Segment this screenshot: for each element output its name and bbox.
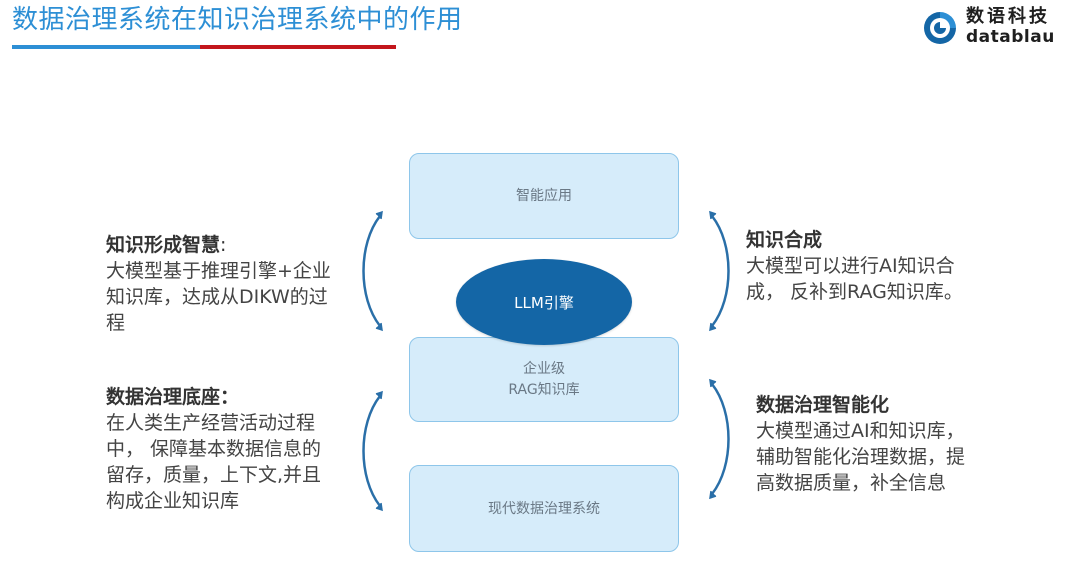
smart-application-label: 智能应用 bbox=[516, 188, 572, 204]
data-governance-foundation-body: 在人类生产经营活动过程 中， 保障基本数据信息的 留存，质量，上下文,并且 构成… bbox=[106, 412, 322, 512]
intelligent-data-governance-body: 大模型通过AI和知识库， 辅助智能化治理数据，提 高数据质量，补全信息 bbox=[756, 420, 966, 494]
knowledge-synthesis-block: 知识合成 大模型可以进行AI知识合 成， 反补到RAG知识库。 bbox=[746, 227, 986, 305]
right-top-bracket bbox=[709, 210, 730, 332]
knowledge-synthesis-heading: 知识合成 bbox=[746, 229, 823, 251]
rag-knowledge-base-label-line1: 企业级 bbox=[523, 361, 565, 377]
knowledge-to-wisdom-heading: 知识形成智慧: bbox=[106, 232, 346, 258]
rag-knowledge-base-box: 企业级 RAG知识库 bbox=[409, 337, 679, 422]
knowledge-to-wisdom-heading-colon: : bbox=[220, 234, 227, 256]
datablau-logo-icon bbox=[924, 12, 956, 44]
data-governance-system-label: 现代数据治理系统 bbox=[488, 500, 600, 517]
left-top-bracket bbox=[362, 210, 383, 332]
right-bottom-bracket bbox=[709, 378, 730, 500]
logo-name-en: datablau bbox=[966, 27, 1055, 47]
logo: 数语科技 datablau bbox=[922, 6, 1072, 50]
intelligent-data-governance-block: 数据治理智能化 大模型通过AI和知识库， 辅助智能化治理数据，提 高数据质量，补… bbox=[756, 392, 996, 496]
smart-application-box: 智能应用 bbox=[409, 153, 679, 239]
data-governance-foundation-block: 数据治理底座： 在人类生产经营活动过程 中， 保障基本数据信息的 留存，质量，上… bbox=[106, 384, 346, 514]
rag-knowledge-base-label-line2: RAG知识库 bbox=[508, 382, 580, 398]
knowledge-to-wisdom-heading-text: 知识形成智慧 bbox=[106, 234, 221, 256]
page-title: 数据治理系统在知识治理系统中的作用 bbox=[12, 5, 463, 35]
intelligent-data-governance-heading: 数据治理智能化 bbox=[756, 394, 890, 416]
data-governance-system-box: 现代数据治理系统 bbox=[409, 465, 679, 552]
title-underline-red bbox=[200, 45, 396, 49]
knowledge-to-wisdom-body: 大模型基于推理引擎+企业 知识库，达成从DIKW的过 程 bbox=[106, 260, 331, 334]
data-governance-foundation-heading: 数据治理底座： bbox=[106, 386, 240, 408]
left-bottom-bracket bbox=[362, 390, 383, 512]
llm-engine-label: LLM引擎 bbox=[514, 293, 574, 312]
title-underline-blue bbox=[12, 45, 200, 49]
knowledge-synthesis-body: 大模型可以进行AI知识合 成， 反补到RAG知识库。 bbox=[746, 255, 963, 303]
llm-engine-ellipse: LLM引擎 bbox=[456, 259, 632, 345]
knowledge-to-wisdom-block: 知识形成智慧: 大模型基于推理引擎+企业 知识库，达成从DIKW的过 程 bbox=[106, 232, 346, 336]
logo-name-cn: 数语科技 bbox=[966, 6, 1050, 27]
